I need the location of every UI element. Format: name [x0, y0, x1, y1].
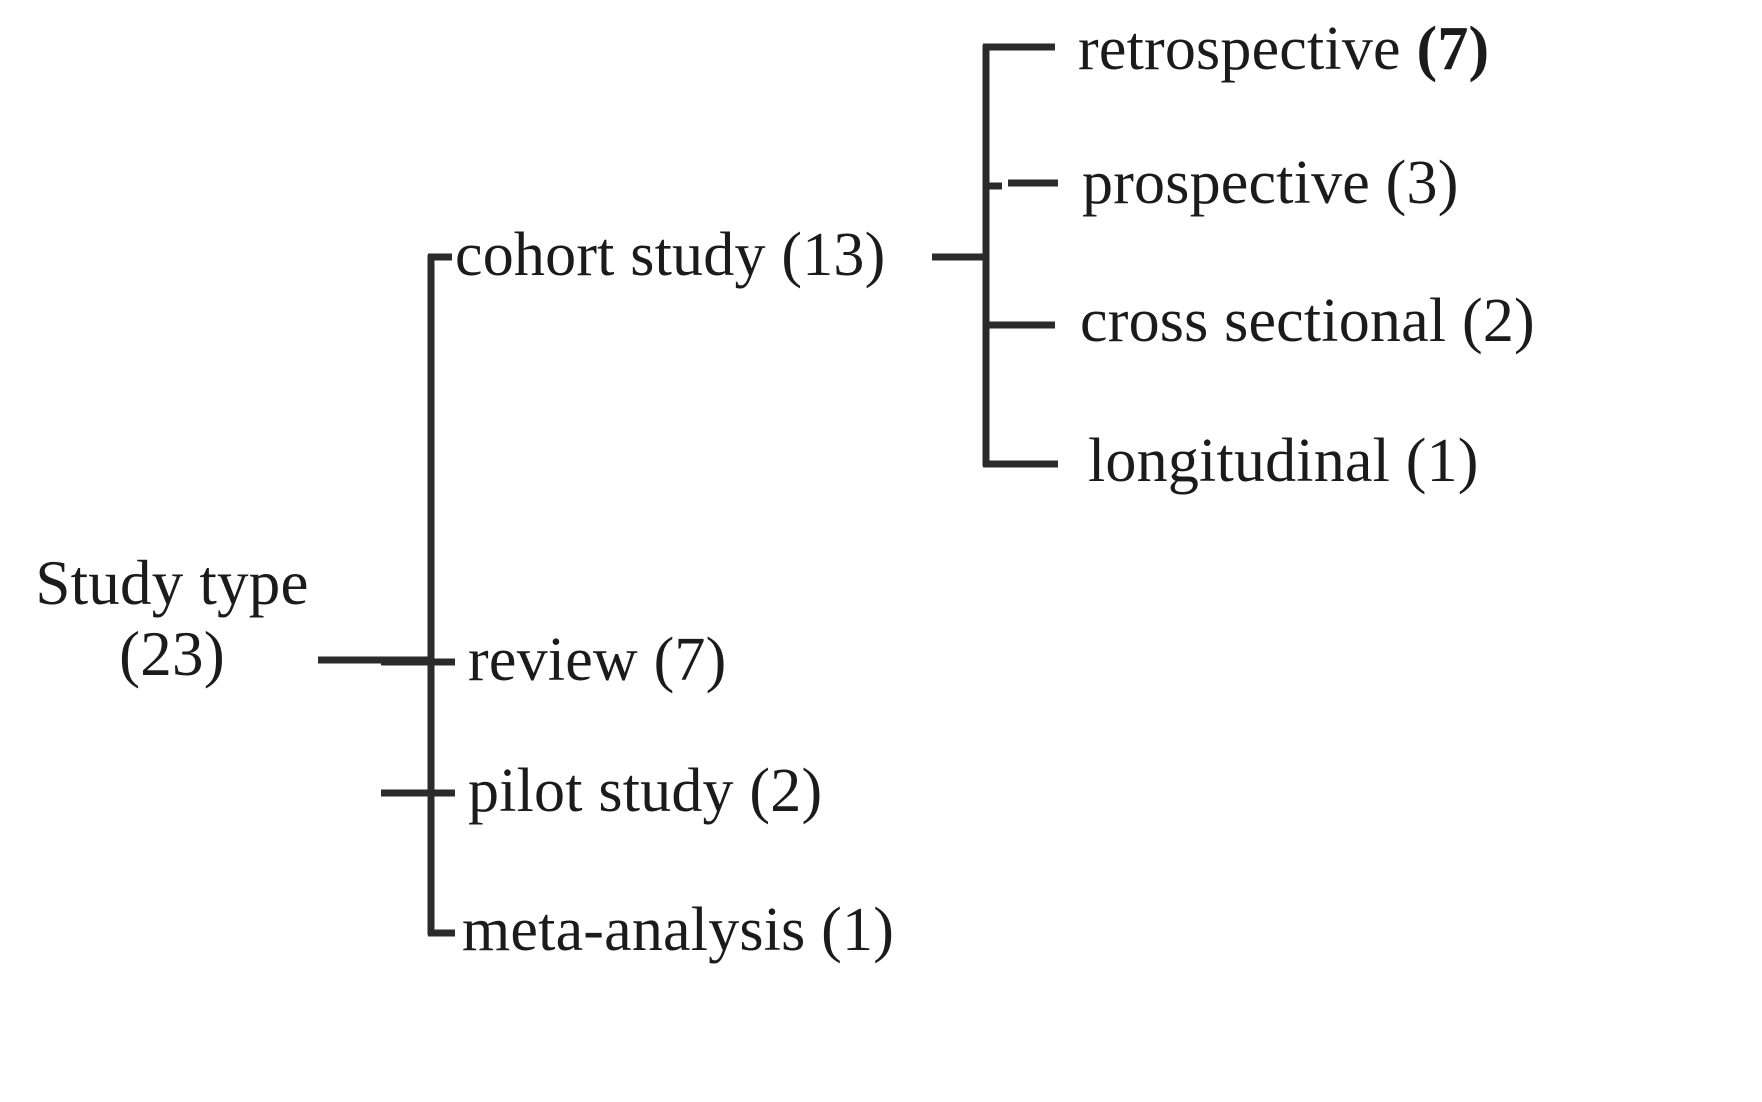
node-meta-analysis: meta-analysis (1): [462, 896, 895, 964]
root-label-text: Study type: [35, 548, 309, 618]
node-cohort-study: cohort study (13): [455, 221, 886, 289]
retrospective-count: (7): [1416, 15, 1490, 83]
node-retrospective: retrospective (7): [1078, 16, 1489, 83]
node-cross-sectional: cross sectional (2): [1080, 287, 1535, 355]
node-pilot-study: pilot study (2): [468, 757, 823, 825]
node-review: review (7): [468, 626, 727, 694]
node-prospective: prospective (3): [1082, 149, 1459, 217]
retrospective-label: retrospective: [1078, 15, 1401, 83]
root-count-text: (23): [119, 618, 225, 689]
node-longitudinal: longitudinal (1): [1088, 427, 1479, 495]
node-root-study-type: Study type (23): [22, 548, 322, 689]
